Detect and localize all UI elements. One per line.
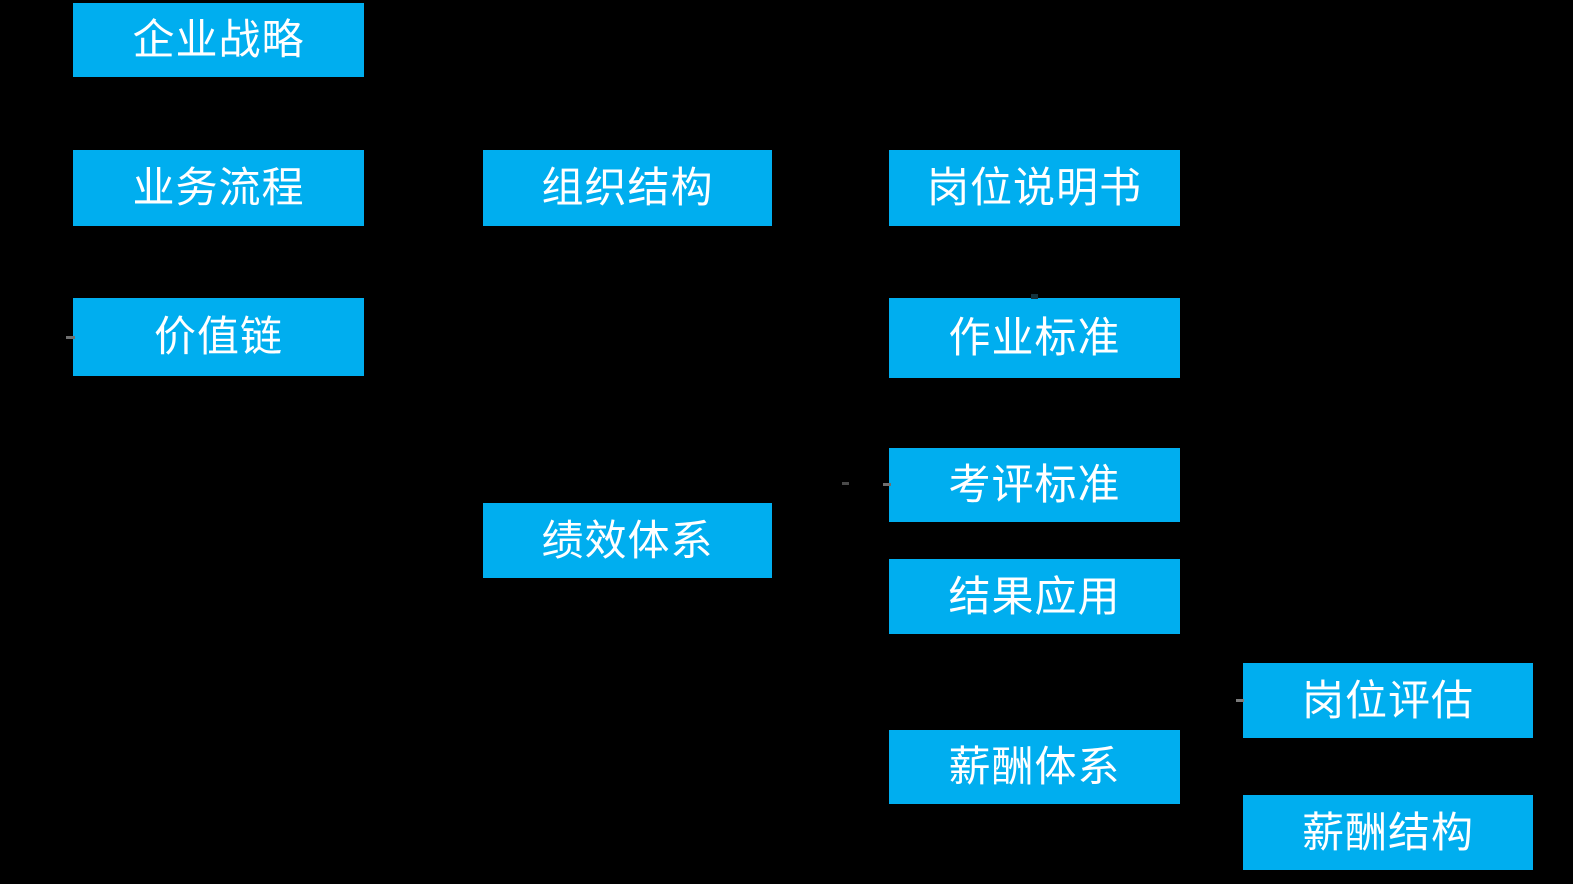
- node-job-evaluation: 岗位评估: [1243, 663, 1533, 738]
- connector-stub: [66, 336, 75, 339]
- node-compensation-system: 薪酬体系: [889, 730, 1180, 804]
- node-enterprise-strategy-label: 企业战略: [132, 16, 305, 63]
- node-result-application-label: 结果应用: [948, 572, 1121, 620]
- node-compensation-system-label: 薪酬体系: [948, 743, 1121, 790]
- node-org-structure: 组织结构: [483, 150, 772, 226]
- node-appraisal-standard-label: 考评标准: [948, 461, 1121, 508]
- connector-stub: [883, 483, 891, 486]
- node-appraisal-standard: 考评标准: [889, 448, 1180, 522]
- node-business-process-label: 业务流程: [132, 164, 305, 211]
- node-compensation-structure-label: 薪酬结构: [1301, 808, 1474, 856]
- node-business-process: 业务流程: [73, 150, 364, 226]
- node-job-description: 岗位说明书: [889, 150, 1180, 226]
- node-job-description-label: 岗位说明书: [926, 164, 1142, 211]
- node-operation-standard: 作业标准: [889, 298, 1180, 378]
- node-enterprise-strategy: 企业战略: [73, 3, 364, 77]
- node-performance-system-label: 绩效体系: [541, 516, 714, 564]
- node-value-chain-label: 价值链: [153, 313, 283, 360]
- node-operation-standard-label: 作业标准: [948, 314, 1121, 361]
- node-performance-system: 绩效体系: [483, 503, 772, 578]
- node-compensation-structure: 薪酬结构: [1243, 795, 1533, 870]
- node-value-chain: 价值链: [73, 298, 364, 376]
- connector-stub: [842, 482, 849, 485]
- connector-stub: [1031, 294, 1038, 299]
- connector-stub: [1236, 699, 1244, 702]
- node-result-application: 结果应用: [889, 559, 1180, 634]
- node-job-evaluation-label: 岗位评估: [1301, 676, 1474, 724]
- node-org-structure-label: 组织结构: [541, 164, 714, 211]
